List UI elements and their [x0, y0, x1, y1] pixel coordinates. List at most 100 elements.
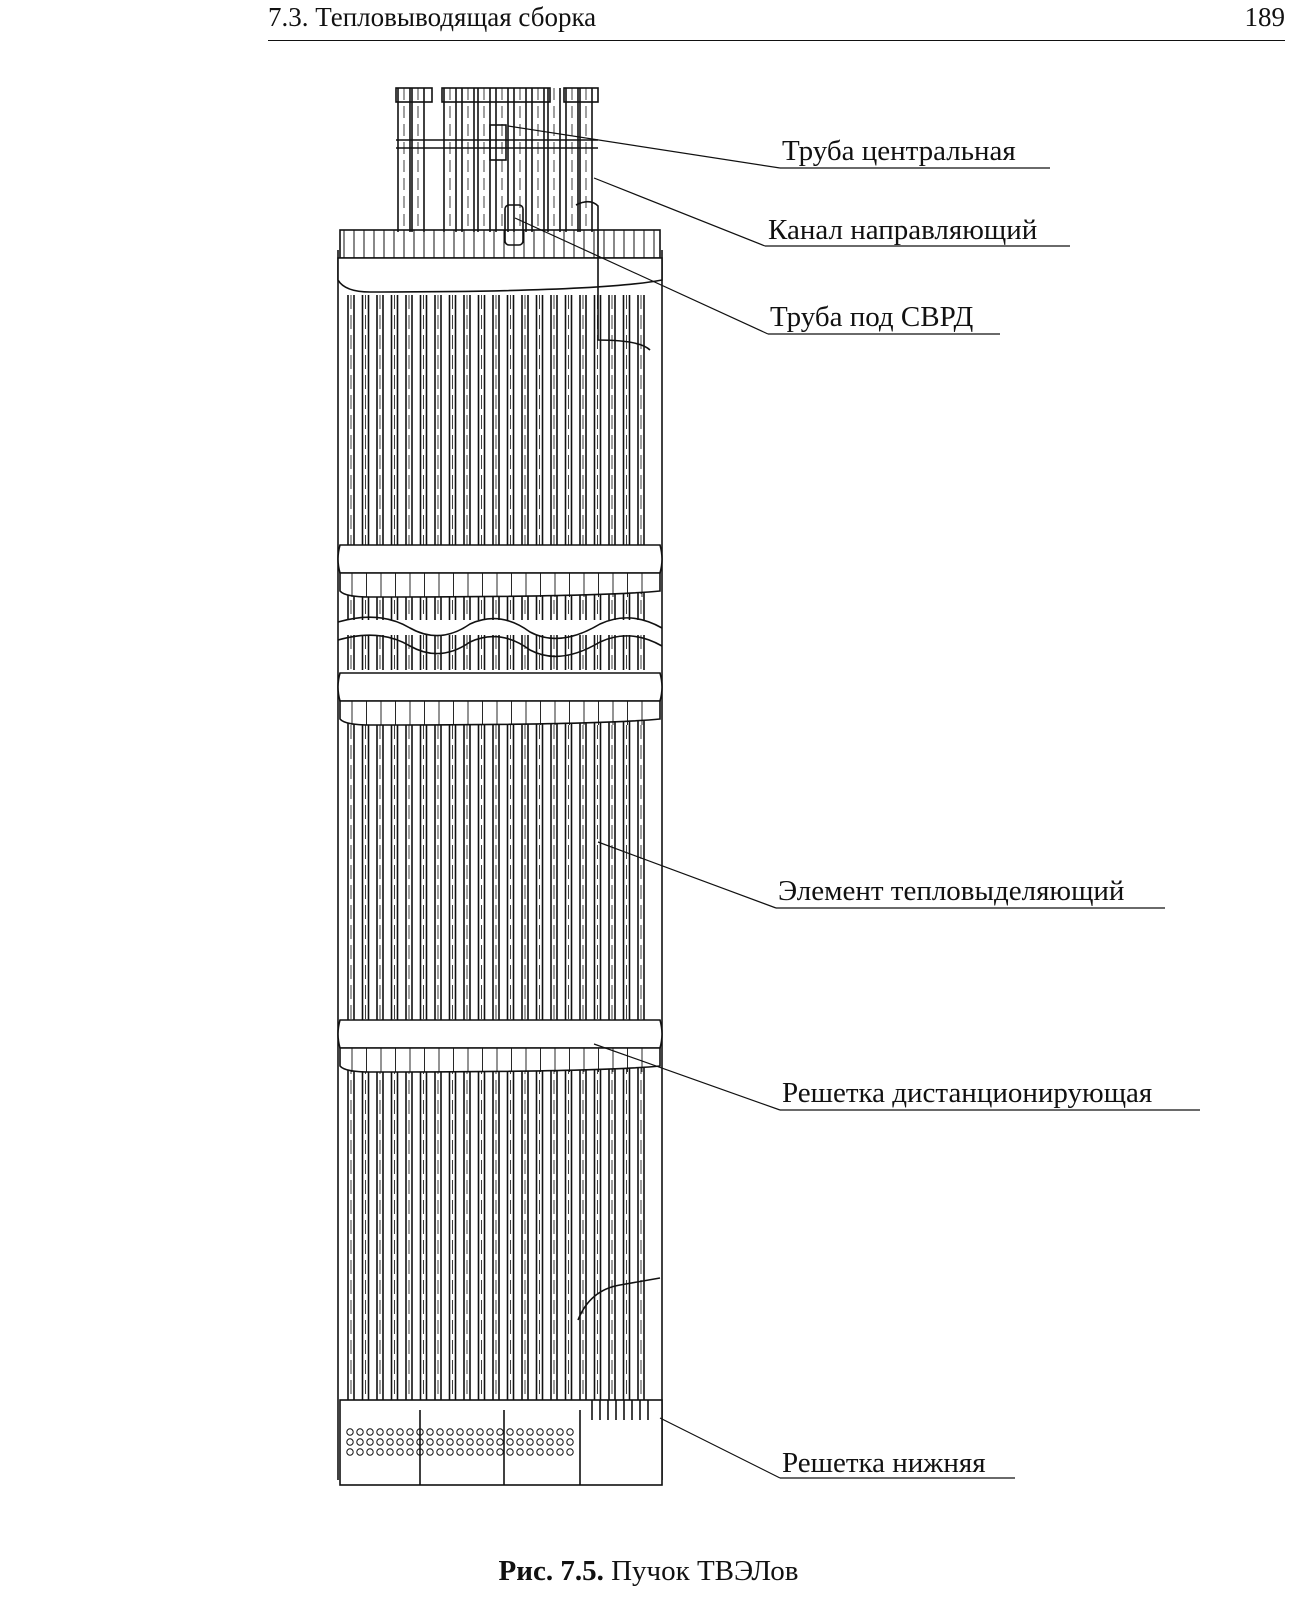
flow-hole	[566, 1438, 574, 1446]
flow-hole	[516, 1428, 524, 1436]
break-line-upper	[337, 616, 663, 640]
spacer-grid-2	[337, 672, 663, 702]
label-spacer-grid: Решетка дистанционирующая	[782, 1077, 1152, 1109]
flow-hole	[406, 1438, 414, 1446]
flow-hole	[436, 1438, 444, 1446]
flow-hole	[356, 1438, 364, 1446]
flow-hole	[476, 1438, 484, 1446]
flow-hole	[426, 1438, 434, 1446]
flow-hole	[386, 1438, 394, 1446]
leader-guide-channel	[593, 177, 766, 247]
central-tube-top	[489, 124, 507, 161]
svrd-tube	[504, 204, 524, 246]
label-bottom-grid: Решетка нижняя	[782, 1447, 986, 1479]
label-central-tube: Труба центральная	[782, 135, 1016, 167]
leader-spacer-grid	[593, 1043, 781, 1111]
flow-hole	[536, 1428, 544, 1436]
tube-cap	[395, 87, 433, 103]
flow-hole	[496, 1428, 504, 1436]
flow-hole	[486, 1428, 494, 1436]
flow-hole	[406, 1428, 414, 1436]
flow-hole	[466, 1438, 474, 1446]
flow-hole	[426, 1448, 434, 1456]
page-number: 189	[1244, 2, 1286, 32]
flow-hole	[456, 1438, 464, 1446]
flow-hole	[556, 1438, 564, 1446]
tube-cap	[441, 87, 551, 103]
flow-hole	[366, 1438, 374, 1446]
flow-hole	[556, 1428, 564, 1436]
guide-channel	[575, 200, 651, 351]
spacer-grid-2-lower	[339, 700, 661, 726]
flow-hole	[516, 1438, 524, 1446]
flow-hole	[526, 1448, 534, 1456]
tube-cap	[563, 87, 599, 103]
flow-hole	[396, 1448, 404, 1456]
flow-hole	[406, 1448, 414, 1456]
flow-hole	[466, 1448, 474, 1456]
spacer-grid-3	[337, 1019, 663, 1049]
flow-hole	[476, 1428, 484, 1436]
flow-hole	[396, 1428, 404, 1436]
flow-hole	[506, 1438, 514, 1446]
flow-hole	[496, 1438, 504, 1446]
flow-hole	[526, 1438, 534, 1446]
leader-fuel-element	[597, 841, 777, 909]
label-guide-channel: Канал направляющий	[768, 214, 1037, 246]
flow-hole	[366, 1428, 374, 1436]
leader-bottom-grid	[659, 1417, 781, 1479]
break-line-lower	[337, 634, 663, 658]
flow-hole	[416, 1448, 424, 1456]
caption-text: Пучок ТВЭЛов	[611, 1555, 799, 1587]
bottom-grid-body	[339, 1399, 663, 1486]
flow-hole	[536, 1438, 544, 1446]
flow-hole	[506, 1428, 514, 1436]
flow-hole	[356, 1448, 364, 1456]
flow-hole	[506, 1448, 514, 1456]
page-header: 7.3. Тепловыводящая сборка 189	[268, 0, 1285, 41]
flow-hole	[546, 1428, 554, 1436]
flow-hole	[486, 1448, 494, 1456]
leader-central-tube	[507, 125, 781, 169]
flow-hole	[546, 1438, 554, 1446]
caption-prefix: Рис. 7.5.	[498, 1555, 604, 1587]
spacer-grid-3-lower	[339, 1047, 661, 1073]
flow-hole	[456, 1448, 464, 1456]
flow-hole	[546, 1448, 554, 1456]
flow-hole	[436, 1428, 444, 1436]
flow-hole	[346, 1438, 354, 1446]
flow-hole	[346, 1448, 354, 1456]
flow-hole	[426, 1428, 434, 1436]
label-svrd-tube: Труба под СВРД	[770, 301, 974, 333]
flow-hole	[376, 1448, 384, 1456]
flow-hole	[416, 1428, 424, 1436]
flow-hole	[346, 1428, 354, 1436]
flow-hole	[366, 1448, 374, 1456]
flow-hole	[556, 1448, 564, 1456]
flow-hole	[386, 1448, 394, 1456]
flow-hole	[446, 1438, 454, 1446]
flow-hole	[456, 1428, 464, 1436]
flow-hole	[526, 1428, 534, 1436]
flow-hole	[486, 1438, 494, 1446]
flow-hole	[566, 1448, 574, 1456]
flow-hole	[536, 1448, 544, 1456]
leader-svrd-tube	[514, 217, 769, 335]
flow-hole	[436, 1448, 444, 1456]
flow-hole	[466, 1428, 474, 1436]
figure-caption: Рис. 7.5. Пучок ТВЭЛов	[0, 1555, 1297, 1588]
flow-hole	[446, 1428, 454, 1436]
flow-hole	[476, 1448, 484, 1456]
flow-hole	[496, 1448, 504, 1456]
flow-hole	[516, 1448, 524, 1456]
spacer-grid-1	[337, 544, 663, 574]
label-fuel-element: Элемент тепловыделяющий	[778, 875, 1124, 907]
flow-hole	[376, 1428, 384, 1436]
section-title: 7.3. Тепловыводящая сборка	[268, 2, 597, 32]
upper-plate	[339, 229, 661, 259]
flow-hole	[396, 1438, 404, 1446]
flow-hole	[566, 1428, 574, 1436]
flow-hole	[356, 1428, 364, 1436]
flow-hole	[376, 1438, 384, 1446]
